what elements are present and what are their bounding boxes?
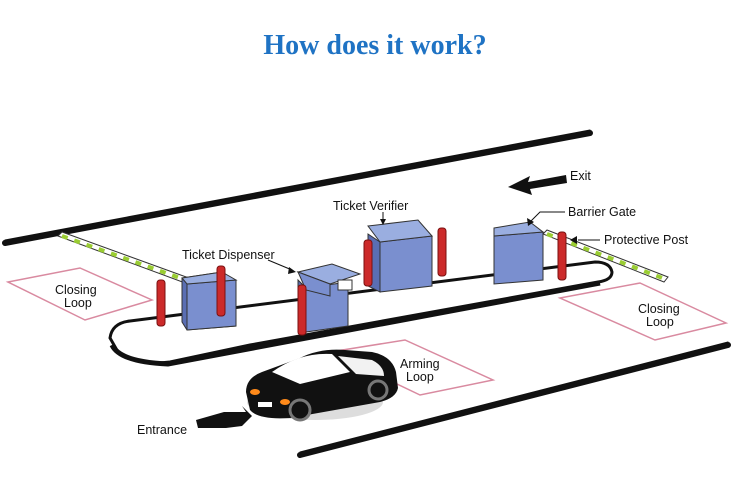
post-3 xyxy=(297,284,307,336)
label-closing-loop-left-2: Loop xyxy=(64,296,92,310)
label-entrance: Entrance xyxy=(137,423,187,437)
pointer-arrow-post xyxy=(570,236,577,244)
central-island-shadow xyxy=(109,280,601,367)
label-ticket-verifier: Ticket Verifier xyxy=(333,199,408,213)
pointer-arrow-gate xyxy=(527,218,534,226)
post-1 xyxy=(156,279,166,327)
page-title: How does it work? xyxy=(263,30,487,61)
road-edge-bottom-right xyxy=(297,342,731,458)
entry-barrier-gate xyxy=(181,271,238,331)
road-edge-bottom-right-thin xyxy=(299,341,729,453)
label-barrier-gate: Barrier Gate xyxy=(568,205,636,219)
closing-loop-right xyxy=(557,282,729,341)
protective-posts xyxy=(156,227,567,336)
exit-barrier-arm xyxy=(542,229,669,283)
road-edges xyxy=(2,129,731,458)
label-arming-loop-2: Loop xyxy=(406,370,434,384)
road-edge-top-thin xyxy=(4,129,591,241)
car xyxy=(246,349,398,422)
road-edge-top xyxy=(2,130,593,246)
entrance-arrow xyxy=(196,406,252,428)
pointer-lines xyxy=(267,211,600,271)
post-5 xyxy=(437,227,447,277)
pointer-arrow-dispenser xyxy=(288,267,296,274)
label-closing-loop-right-2: Loop xyxy=(646,315,674,329)
label-closing-loop-left-1: Closing xyxy=(55,283,97,297)
label-ticket-dispenser: Ticket Dispenser xyxy=(182,248,275,262)
exit-barrier-gate xyxy=(493,221,545,285)
label-exit: Exit xyxy=(570,169,591,183)
label-closing-loop-right-1: Closing xyxy=(638,302,680,316)
ticket-verifier xyxy=(367,219,434,293)
entry-barrier-arm xyxy=(57,231,201,288)
label-arming-loop-1: Arming xyxy=(400,357,440,371)
post-4 xyxy=(363,239,373,287)
pointer-arrow-verifier xyxy=(380,219,386,225)
closing-loop-left xyxy=(5,267,155,321)
label-protective-post: Protective Post xyxy=(604,233,689,247)
exit-arrow xyxy=(508,175,567,195)
post-6 xyxy=(557,231,567,281)
post-2 xyxy=(216,265,226,317)
